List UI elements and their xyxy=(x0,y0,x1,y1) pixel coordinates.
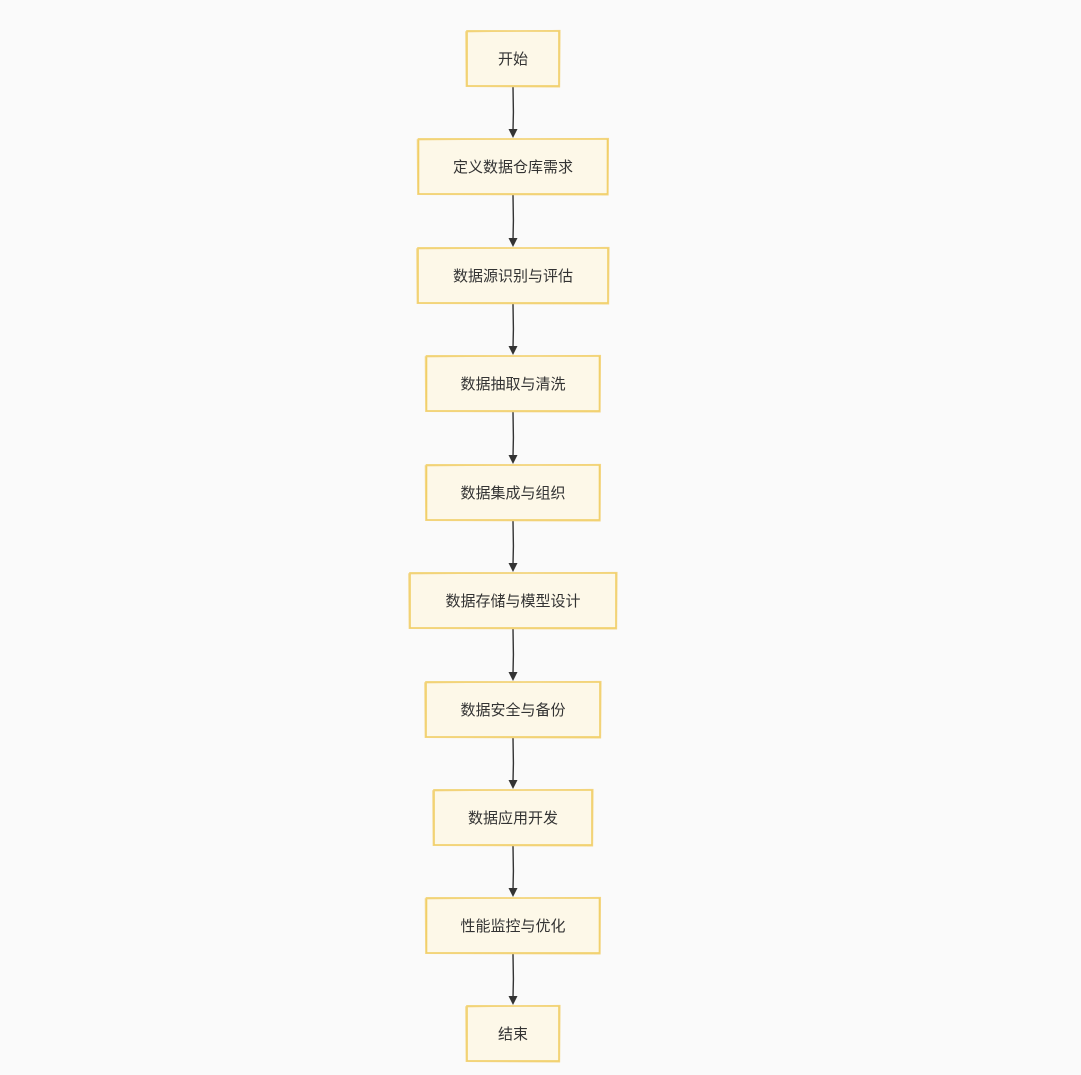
arrowhead-icon xyxy=(508,996,518,1005)
edges-layer xyxy=(508,86,518,1005)
flow-node-label: 定义数据仓库需求 xyxy=(453,158,573,176)
flow-node-sketch-outline xyxy=(424,680,602,739)
flow-node-box xyxy=(433,789,593,846)
flow-node-box xyxy=(425,897,601,954)
flow-node-box xyxy=(466,1005,560,1062)
flow-node-box xyxy=(417,138,609,195)
arrowhead-icon xyxy=(508,672,518,681)
flow-node-label: 数据存储与模型设计 xyxy=(445,592,580,610)
flow-node-box xyxy=(417,247,609,304)
flow-node-label: 性能监控与优化 xyxy=(460,917,565,935)
flow-node-end: 结束 xyxy=(465,1004,561,1063)
flow-edge-source-to-extract xyxy=(508,303,518,355)
flow-edge-monitor-to-end xyxy=(508,953,518,1005)
arrowhead-icon xyxy=(508,129,518,138)
flow-node-define: 定义数据仓库需求 xyxy=(416,137,610,196)
flow-node-label: 开始 xyxy=(498,50,528,68)
flow-node-sketch-outline xyxy=(424,354,602,413)
flow-node-box xyxy=(425,464,601,521)
flow-edge-define-to-source xyxy=(508,194,518,247)
flow-edge-integrate-to-storage xyxy=(508,520,518,572)
arrowhead-icon xyxy=(508,238,518,247)
flow-node-sketch-outline xyxy=(416,137,610,196)
flow-edge-start-to-define xyxy=(508,86,518,138)
flow-node-integrate: 数据集成与组织 xyxy=(424,463,602,522)
arrowhead-icon xyxy=(508,455,518,464)
flow-node-label: 数据集成与组织 xyxy=(460,484,565,502)
flow-node-label: 数据抽取与清洗 xyxy=(460,375,565,393)
nodes-layer: 开始定义数据仓库需求数据源识别与评估数据抽取与清洗数据集成与组织数据存储与模型设… xyxy=(408,29,618,1063)
arrowhead-icon xyxy=(508,780,518,789)
flow-node-security: 数据安全与备份 xyxy=(424,680,602,739)
arrowhead-icon xyxy=(508,888,518,897)
flow-node-appdev: 数据应用开发 xyxy=(432,788,594,847)
flow-node-sketch-outline xyxy=(408,571,618,630)
flow-node-label: 数据安全与备份 xyxy=(460,701,565,719)
flow-node-label: 数据源识别与评估 xyxy=(453,267,573,285)
flow-node-start: 开始 xyxy=(465,29,561,88)
flow-node-sketch-outline xyxy=(465,29,561,88)
flow-node-sketch-outline xyxy=(416,246,610,305)
flow-node-box xyxy=(466,30,560,87)
flow-edge-extract-to-integrate xyxy=(508,411,518,464)
flow-node-monitor: 性能监控与优化 xyxy=(424,896,602,955)
flow-node-sketch-outline xyxy=(424,896,602,955)
arrowhead-icon xyxy=(508,563,518,572)
flow-node-label: 结束 xyxy=(498,1025,528,1043)
flow-node-sketch-outline xyxy=(465,1004,561,1063)
flow-node-extract: 数据抽取与清洗 xyxy=(424,354,602,413)
flow-edge-storage-to-security xyxy=(508,628,518,681)
flow-edge-appdev-to-monitor xyxy=(508,845,518,897)
flow-node-storage: 数据存储与模型设计 xyxy=(408,571,618,630)
flow-node-box xyxy=(425,355,601,412)
flow-node-sketch-outline xyxy=(424,463,602,522)
flow-node-source: 数据源识别与评估 xyxy=(416,246,610,305)
flow-edge-security-to-appdev xyxy=(508,737,518,789)
flow-node-label: 数据应用开发 xyxy=(468,809,558,827)
arrowhead-icon xyxy=(508,346,518,355)
flow-node-sketch-outline xyxy=(432,788,594,847)
